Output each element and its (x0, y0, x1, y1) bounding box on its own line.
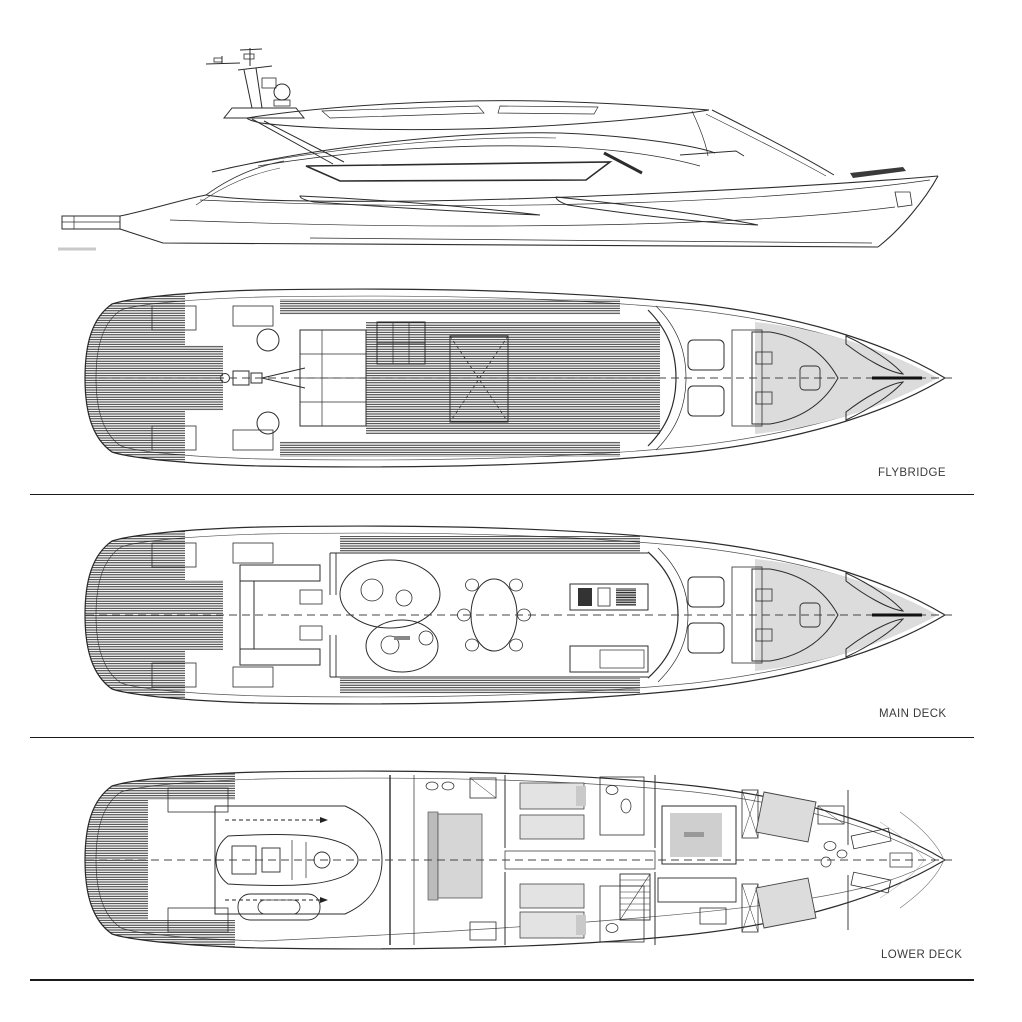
flybridge-label: FLYBRIDGE (878, 467, 946, 479)
bed (519, 782, 585, 810)
master-bed (661, 805, 737, 865)
separator-line (30, 979, 974, 981)
stairs (599, 649, 645, 669)
radar-mast (205, 48, 306, 119)
helm-seat (687, 576, 725, 608)
lower-deck-plan-view (84, 770, 955, 950)
teak-decking (85, 290, 660, 466)
helm-seat (687, 385, 725, 417)
bed (755, 877, 817, 929)
galley (569, 583, 649, 673)
salon-lounge (339, 559, 441, 673)
lower-deck-label: LOWER DECK (881, 949, 963, 961)
hardtop-profile (246, 100, 710, 165)
superstructure-profile (195, 109, 835, 206)
salon-walls (329, 552, 648, 678)
jet-ski (237, 893, 321, 921)
bow-walkway-slot (845, 381, 905, 421)
cabin-layout (389, 775, 913, 945)
helm-seat (687, 622, 725, 654)
bed (437, 813, 483, 899)
hull-profile (58, 167, 939, 251)
bow-walkway-slot (845, 618, 905, 658)
bed (519, 911, 585, 939)
bow-walkway-slot (845, 335, 905, 375)
bed (519, 814, 585, 840)
bed (755, 791, 817, 843)
main-deck-interior (151, 542, 905, 688)
main-deck-plan-view (84, 525, 955, 705)
stairs (619, 873, 651, 921)
helm-seat (687, 339, 725, 371)
bow-name-plate (850, 167, 906, 178)
bow-walkway-slot (845, 572, 905, 612)
sun-pad-table (449, 335, 509, 423)
bow-sun-pads (751, 568, 839, 662)
separator-line (30, 494, 974, 496)
aft-deck-sofa (239, 564, 323, 666)
bed (519, 883, 585, 909)
separator-line (30, 737, 974, 739)
flybridge-plan-view (84, 288, 955, 468)
main-deck-label: MAIN DECK (879, 708, 947, 720)
side-profile-view (58, 48, 939, 251)
foredeck-pod (751, 331, 839, 425)
